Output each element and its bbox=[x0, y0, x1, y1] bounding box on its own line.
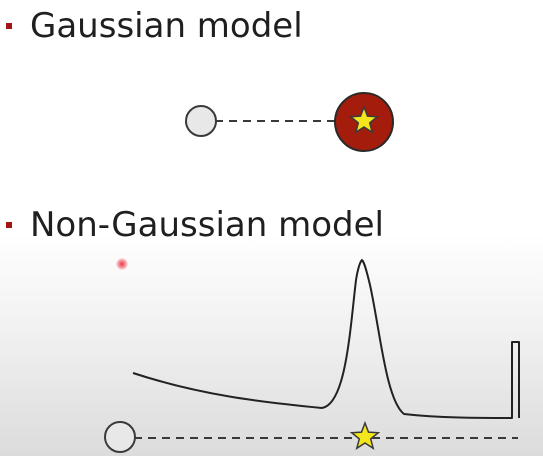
gaussian-model-heading: Gaussian model bbox=[30, 6, 303, 46]
bullet-square-icon bbox=[6, 222, 12, 228]
gaussian-source-circle-icon bbox=[185, 105, 217, 137]
response-curve bbox=[132, 259, 520, 419]
non-gaussian-model-heading: Non-Gaussian model bbox=[30, 205, 384, 245]
non-gaussian-model-bullet-row: Non-Gaussian model bbox=[6, 208, 384, 242]
laser-pointer-dot bbox=[116, 258, 128, 270]
non-gaussian-source-circle-icon bbox=[104, 421, 136, 453]
gaussian-model-bullet-row: Gaussian model bbox=[6, 9, 303, 43]
gaussian-star-icon bbox=[348, 104, 380, 134]
non-gaussian-diagram bbox=[104, 259, 520, 453]
bullet-square-icon bbox=[6, 23, 12, 29]
gaussian-diagram bbox=[185, 92, 394, 152]
non-gaussian-star-icon bbox=[349, 420, 381, 450]
